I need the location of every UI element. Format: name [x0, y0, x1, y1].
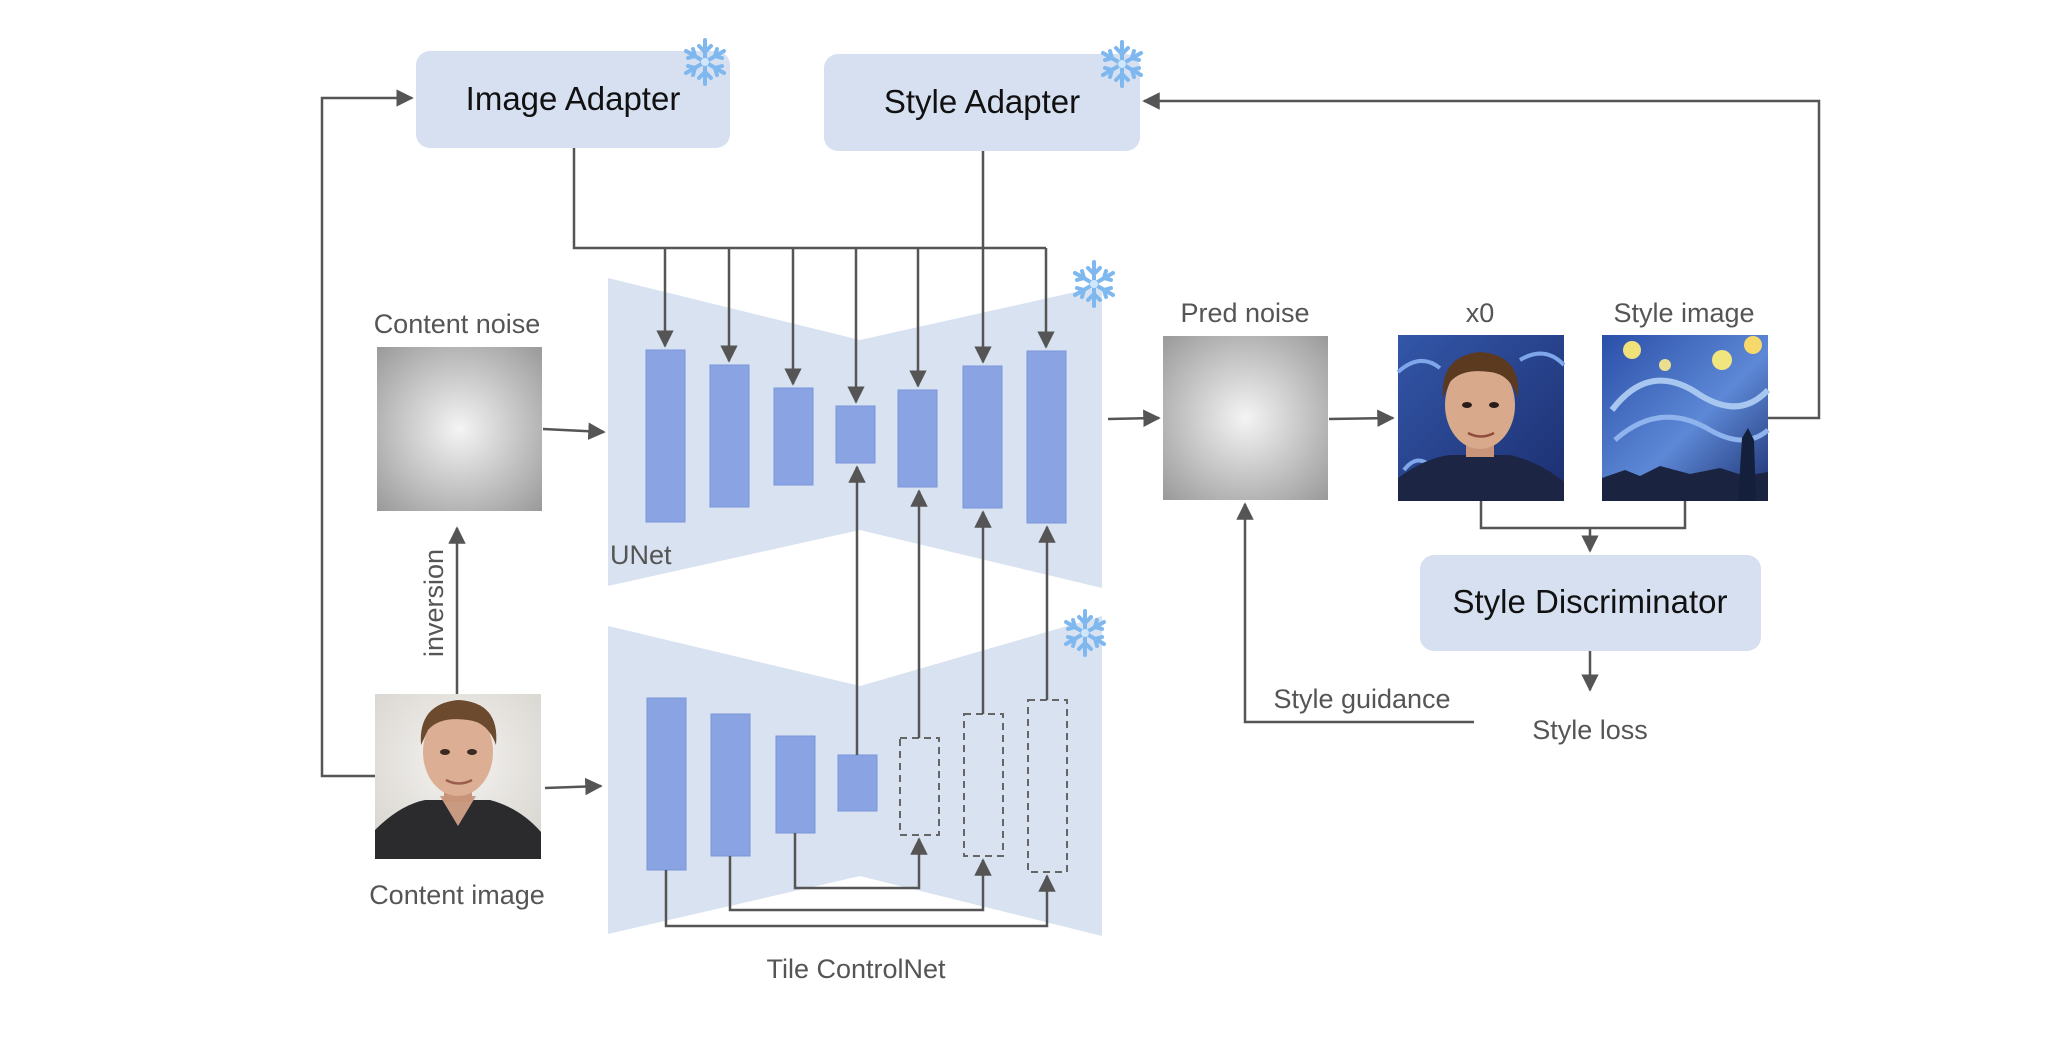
image-adapter-label: Image Adapter: [466, 80, 681, 117]
controlnet-block-4: [837, 754, 878, 812]
unet-block-7: [1026, 350, 1067, 524]
unet-block-5: [897, 389, 938, 488]
edge-pred-noise-to-x0: [1328, 409, 1395, 427]
controlnet-dashed-block-5: [899, 737, 940, 836]
edge-images-to-discriminator: [1479, 501, 1687, 530]
style-guidance-label: Style guidance: [1273, 684, 1450, 714]
tile-controlnet-label: Tile ControlNet: [766, 954, 946, 984]
content-image-portrait: [375, 694, 541, 859]
x0-caption: x0: [1466, 298, 1495, 328]
pred-noise-image: [1163, 336, 1328, 500]
style-image-starry-night: [1602, 335, 1771, 501]
edge-content-noise-to-unet: [542, 422, 606, 440]
unet-block-2: [709, 364, 750, 508]
edge-controlnet-skip-2: [728, 856, 992, 912]
content-noise-caption: Content noise: [374, 309, 541, 339]
edge-controlnet-skip-3: [793, 833, 928, 890]
content-noise-image: [377, 347, 542, 511]
unet-block-1: [645, 349, 686, 523]
controlnet-block-2: [710, 713, 751, 857]
style-adapter-label: Style Adapter: [884, 83, 1080, 120]
style-loss-label: Style loss: [1532, 715, 1648, 745]
unet-label: UNet: [610, 540, 672, 570]
edge-content-image-to-controlnet: [544, 777, 603, 796]
style-adapter-node: Style Adapter: [824, 54, 1140, 151]
pred-noise-caption: Pred noise: [1180, 298, 1309, 328]
edge-unet-to-pred-noise: [1107, 409, 1161, 428]
edge-style-image-to-style-adapter: [1142, 92, 1821, 420]
edge-style-guidance-to-pred-noise: [1236, 502, 1474, 724]
unet-block-4: [835, 405, 876, 464]
edge-controlnet-skip-1: [664, 870, 1056, 928]
unet-block-3: [773, 387, 814, 486]
controlnet-dashed-block-6: [963, 713, 1004, 857]
unet-block-6: [962, 365, 1003, 509]
x0-stylized-image: [1396, 335, 1566, 501]
controlnet-dashed-block-7: [1027, 699, 1068, 873]
controlnet-block-1: [646, 697, 687, 871]
style-discriminator-label: Style Discriminator: [1452, 583, 1727, 620]
inversion-label: inversion: [419, 549, 449, 657]
image-adapter-node: Image Adapter: [416, 51, 730, 148]
edge-content-image-to-image-adapter: [320, 89, 414, 778]
style-discriminator-node: Style Discriminator: [1420, 555, 1761, 651]
tile-controlnet-node: Tile ControlNet: [608, 616, 1102, 984]
style-image-caption: Style image: [1613, 298, 1754, 328]
controlnet-block-3: [775, 735, 816, 834]
content-image-caption: Content image: [369, 880, 545, 910]
edge-image-adapter-bus: [572, 148, 1046, 250]
edges: [320, 89, 1821, 928]
